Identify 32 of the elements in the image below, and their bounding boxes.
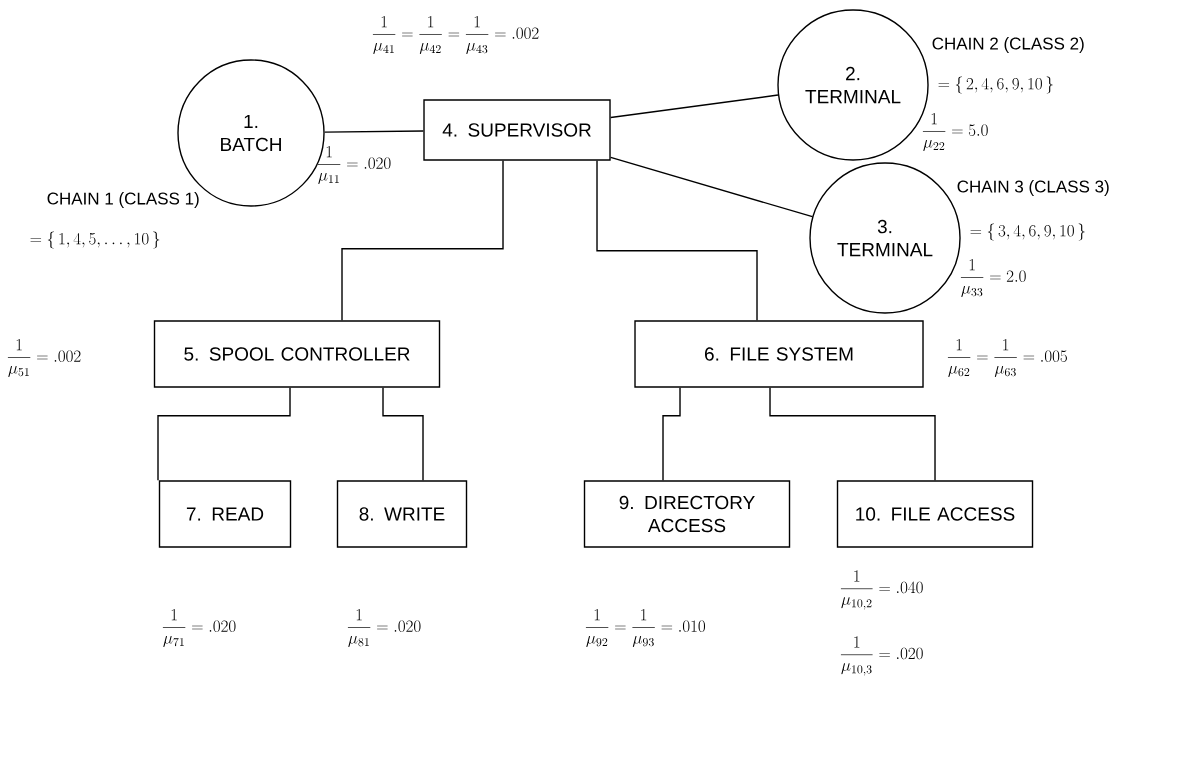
process-box: 7. READ xyxy=(158,480,292,548)
rate-formula: $\frac{1}{\mu_{33}} = 2.0$ xyxy=(960,259,1026,298)
process-box: 8. WRITE xyxy=(336,480,468,548)
rate-formula: $\frac{1}{\mu_{81}} = .020$ xyxy=(347,609,421,648)
process-box: 5. SPOOL CONTROLLER xyxy=(153,320,441,388)
rate-formula: $\frac{1}{\mu_{71}} = .020$ xyxy=(162,609,236,648)
process-box: 6. FILE SYSTEM xyxy=(634,320,924,388)
connector-line xyxy=(769,387,936,481)
rate-formula: $\frac{1}{\mu_{22}} = 5.0$ xyxy=(922,113,988,152)
chain-label: CHAIN 1 (CLASS 1) xyxy=(47,192,199,208)
process-box: 10. FILE ACCESS xyxy=(836,480,1034,548)
rate-formula: $\frac{1}{\mu_{10,3}} = .020$ xyxy=(840,636,923,676)
rate-formula: $= \left\{\, 2,4,6,9,10 \,\right\}$ xyxy=(938,76,1053,94)
connector-line xyxy=(662,387,681,481)
rate-formula: $\frac{1}{\mu_{62}} = \frac{1}{\mu_{63}} = .005$ xyxy=(947,339,1067,378)
rate-formula: $= \left\{\, 1,4,5,\ldots,10 \,\right\}$ xyxy=(30,231,160,249)
rate-formula: $\frac{1}{\mu_{41}} = \frac{1}{\mu_{42}} = \frac{1}{\mu_{43}} = .002$ xyxy=(372,16,539,55)
process-box: 4. SUPERVISOR xyxy=(423,99,611,161)
connector-line xyxy=(341,160,504,321)
connector-line xyxy=(382,387,424,481)
connector-line xyxy=(324,130,424,133)
rate-formula: $\frac{1}{\mu_{11}} = .020$ xyxy=(317,146,391,185)
connector-line xyxy=(157,387,291,481)
connector-line xyxy=(610,94,779,119)
rate-formula: $\frac{1}{\mu_{51}} = .002$ xyxy=(7,339,81,378)
connector-line xyxy=(596,160,758,321)
process-box: 9. DIRECTORY ACCESS xyxy=(583,480,791,548)
rate-formula: $= \left\{\, 3,4,6,9,10 \,\right\}$ xyxy=(970,223,1085,241)
rate-formula: $\frac{1}{\mu_{10,2}} = .040$ xyxy=(840,570,923,610)
chain-label: CHAIN 2 (CLASS 2) xyxy=(932,37,1084,53)
connector-line xyxy=(610,156,814,218)
rate-formula: $\frac{1}{\mu_{92}} = \frac{1}{\mu_{93}} = .010$ xyxy=(585,609,706,648)
